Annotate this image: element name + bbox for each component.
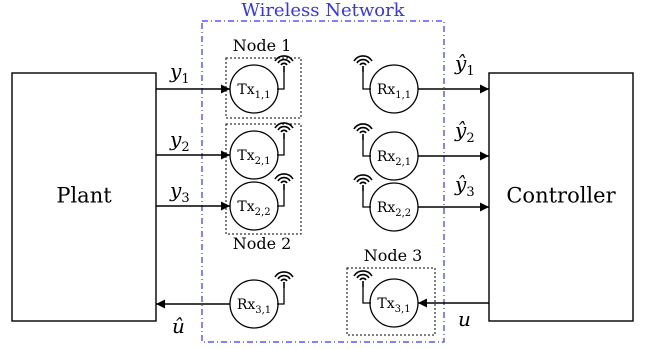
node-label: Tx2,1: [237, 148, 270, 167]
node-rx-2-2: Rx2,2: [353, 174, 419, 232]
plant-block: [11, 72, 157, 322]
node-tx-1-1: Tx1,1: [229, 55, 294, 114]
wifi-antenna-icon: [353, 123, 373, 141]
node-label: Rx1,1: [377, 82, 411, 101]
label-yhat1: ŷ1: [454, 51, 475, 79]
node-tx-2-2: Tx2,2: [229, 173, 294, 231]
plant-label: Plant: [56, 184, 112, 208]
node-2-label: Node 2: [233, 234, 292, 253]
node-rx-1-1: Rx1,1: [353, 55, 419, 114]
label-y1: y1: [169, 59, 190, 87]
wifi-antenna-icon: [274, 271, 294, 289]
node-tx-2-1: Tx2,1: [229, 122, 294, 180]
node-3-box: [346, 267, 436, 336]
label-y2: y2: [169, 127, 190, 155]
wifi-antenna-icon: [274, 122, 294, 140]
node-rx-3-1: Rx3,1: [229, 271, 294, 329]
wireless-network-boundary: [201, 20, 445, 343]
node-label: Tx3,1: [377, 296, 410, 315]
node-rx-2-1: Rx2,1: [353, 123, 419, 181]
wifi-antenna-icon: [353, 55, 373, 73]
node-label: Rx2,1: [377, 149, 411, 168]
node-1-label: Node 1: [233, 36, 292, 55]
node-label: Rx2,2: [377, 200, 411, 219]
node-3-label: Node 3: [364, 246, 423, 265]
wifi-antenna-icon: [353, 270, 373, 288]
node-label: Tx2,2: [237, 199, 270, 218]
wifi-antenna-icon: [353, 174, 373, 192]
label-yhat2: ŷ2: [454, 118, 475, 146]
label-u: u: [458, 307, 471, 331]
label-uhat: û: [172, 314, 185, 338]
node-tx-3-1: Tx3,1: [353, 270, 419, 328]
node-label: Tx1,1: [237, 82, 270, 101]
controller-label: Controller: [506, 184, 616, 208]
wireless-network-title: Wireless Network: [241, 0, 405, 21]
node-label: Rx3,1: [237, 297, 271, 316]
node-2-box: [225, 123, 302, 235]
controller-block: [488, 72, 634, 322]
label-yhat3: ŷ3: [454, 172, 475, 200]
wifi-antenna-icon: [274, 173, 294, 191]
label-y3: y3: [169, 178, 190, 206]
